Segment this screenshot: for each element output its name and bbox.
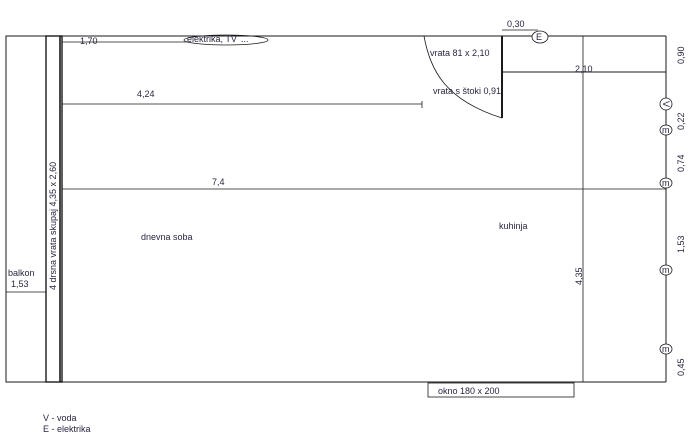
outlet-symbol-4-letter: m bbox=[662, 344, 670, 354]
dim-right-045: 0,45 bbox=[676, 358, 686, 376]
dim-right-153: 1,53 bbox=[676, 235, 686, 253]
water-symbol bbox=[659, 97, 673, 111]
outlet-symbol-4 bbox=[659, 343, 673, 355]
legend-electric: E - elektrika bbox=[43, 424, 91, 434]
living-room-label: dnevna soba bbox=[141, 232, 193, 242]
balcony-outline bbox=[5, 35, 47, 383]
sliding-doors-label: 4 drsna vrata skupaj 4,35 x 2,60 bbox=[48, 162, 58, 290]
door-label: vrata 81 x 2,10 bbox=[430, 48, 490, 58]
window-label: okno 180 x 200 bbox=[438, 386, 500, 396]
outlet-symbol-1 bbox=[659, 124, 673, 136]
dim-right-074: 0,74 bbox=[676, 154, 686, 172]
outlet-symbol-1-letter: m bbox=[662, 125, 670, 135]
dim-74: 7,4 bbox=[212, 177, 225, 187]
water-symbol-letter: V bbox=[661, 101, 671, 107]
sliding-doors bbox=[45, 35, 63, 383]
dim-right-090: 0,90 bbox=[676, 46, 686, 64]
electric-tv-ellipsis: ... bbox=[241, 34, 249, 44]
legend: V - voda E - elektrika bbox=[43, 413, 91, 435]
legend-water: V - voda bbox=[43, 413, 77, 423]
electric-symbol-top-letter: E bbox=[536, 32, 542, 42]
window bbox=[427, 382, 575, 398]
kitchen-label: kuhinja bbox=[499, 221, 528, 231]
electric-symbol-top bbox=[531, 30, 549, 44]
dim-210: 2,10 bbox=[575, 64, 593, 74]
outlet-symbol-3 bbox=[659, 264, 673, 276]
balcony-width: 1,53 bbox=[11, 279, 29, 289]
door-swing-arc bbox=[423, 35, 503, 119]
dim-170: 1,70 bbox=[80, 36, 98, 46]
balcony-label: balkon bbox=[8, 268, 35, 278]
dim-435: 4,35 bbox=[574, 267, 584, 285]
outlet-symbol-2-letter: m bbox=[662, 178, 670, 188]
dim-030: 0,30 bbox=[507, 19, 525, 29]
dim-424: 4,24 bbox=[137, 89, 155, 99]
door-frame-label: vrata s štoki 0,91 bbox=[433, 86, 501, 96]
outlet-symbol-3-letter: m bbox=[662, 265, 670, 275]
electric-tv-label: elektrika, TV bbox=[187, 34, 237, 44]
dim-right-022: 0,22 bbox=[676, 112, 686, 130]
outlet-symbol-2 bbox=[659, 177, 673, 189]
electric-tv-symbol bbox=[183, 34, 269, 46]
